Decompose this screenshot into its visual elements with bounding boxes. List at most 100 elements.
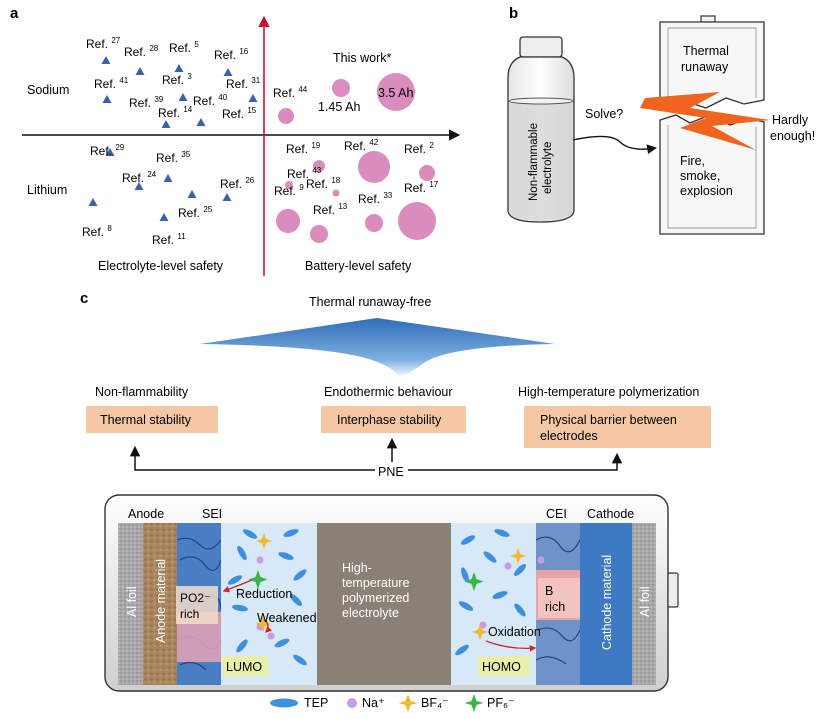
triangle-marker <box>178 93 188 101</box>
svg-text:Ref. 29: Ref. 29 <box>90 143 125 158</box>
bubble-marker <box>313 160 325 172</box>
bubble-marker <box>276 209 300 233</box>
bubble-this-work-small <box>332 79 350 97</box>
bubble-marker <box>365 214 383 232</box>
solve-arrow <box>572 135 657 155</box>
bf4-star-icon <box>510 548 526 564</box>
thermal-runaway-free-title: Thermal runaway-free <box>309 295 431 309</box>
polymerized-line-1: High- <box>342 561 372 575</box>
svg-text:Ref. 39: Ref. 39 <box>129 95 164 110</box>
po2-rich-box <box>176 586 218 624</box>
electrolyte-level-safety-label: Electrolyte-level safety <box>98 259 224 273</box>
tep-molecule <box>289 593 303 607</box>
anode-al-foil-label: Al foil <box>125 586 139 617</box>
ref-label: Ref. 19 <box>286 141 321 156</box>
ref-label: Ref. 41 <box>94 76 129 91</box>
sodium-electrolyte-refs: Ref. 27 Ref. 28 Ref. 5 Ref. 16 Ref. 41 R… <box>86 36 261 121</box>
ref-label: Ref. 43 <box>287 166 322 181</box>
box-physical-barrier-line-2: electrodes <box>540 429 598 443</box>
bf4-star-icon <box>256 533 272 549</box>
tep-molecule <box>237 545 247 561</box>
na-ion <box>256 556 264 564</box>
svg-text:Ref. 9: Ref. 9 <box>274 183 304 198</box>
ref-label: Ref. 13 <box>313 202 348 217</box>
triangle-marker <box>248 94 258 102</box>
svg-text:Ref. 44: Ref. 44 <box>273 85 308 100</box>
legend-bf4-icon <box>398 694 418 712</box>
polymerized-electrolyte <box>317 523 451 685</box>
legend-tep-icon <box>270 698 298 708</box>
ref-label: Ref. 27 <box>86 36 121 51</box>
triangle-marker <box>159 213 169 221</box>
pf6-star-icon <box>464 572 484 591</box>
oxidation-arrow <box>485 640 537 652</box>
lithium-electrolyte-markers <box>88 148 232 221</box>
sei-label: SEI <box>202 507 222 521</box>
bubble-marker <box>398 202 436 240</box>
triangle-marker <box>101 56 111 64</box>
tep-molecule <box>293 569 307 581</box>
jar-text-line-2: electrolyte <box>542 142 554 194</box>
lumo-box <box>222 656 268 676</box>
svg-text:Ref. 15: Ref. 15 <box>222 106 257 121</box>
po2-rich-line-2: rich <box>180 607 199 621</box>
capacity-large-label: 3.5 Ah <box>378 86 413 100</box>
polymerized-line-3: polymerized <box>342 591 409 605</box>
svg-text:Ref. 43: Ref. 43 <box>287 166 322 181</box>
ref-label: Ref. 28 <box>124 44 159 59</box>
pf6-anions <box>248 570 484 591</box>
svg-text:Ref. 31: Ref. 31 <box>226 76 261 91</box>
cathode-material-label: Cathode material <box>600 555 614 650</box>
svg-text:Ref. 16: Ref. 16 <box>214 47 249 62</box>
oxidation-label: Oxidation <box>488 625 541 639</box>
triangle-marker <box>161 120 171 128</box>
thermal-runaway-line-2: runaway <box>681 60 729 74</box>
tep-molecule <box>494 529 510 537</box>
tep-molecule <box>455 644 469 656</box>
ref-label: Ref. 17 <box>404 180 439 195</box>
bubble-marker <box>358 151 390 183</box>
b-rich-line-2: rich <box>545 600 565 614</box>
lightning-bolt-icon <box>640 92 770 150</box>
cei-pattern <box>535 536 581 665</box>
ref-label: Ref. 9 <box>274 183 304 198</box>
tep-molecule <box>514 603 526 617</box>
svg-text:Ref. 13: Ref. 13 <box>313 202 348 217</box>
ref-label: Ref. 15 <box>222 106 257 121</box>
box-physical-barrier-line-1: Physical barrier between <box>540 413 677 427</box>
bubble-marker <box>278 108 294 124</box>
anode-material <box>143 523 177 685</box>
ref-label: Ref. 24 <box>122 170 157 185</box>
triangle-marker <box>135 67 145 75</box>
legend: TEP Na⁺ BF₄⁻ PF₆⁻ <box>270 694 515 712</box>
svg-text:Ref. 14: Ref. 14 <box>158 105 193 120</box>
anode-label: Anode <box>128 507 164 521</box>
ref-label: Ref. 18 <box>306 176 341 191</box>
box-interphase-stability <box>321 406 466 433</box>
fire-line-1: Fire, <box>680 154 705 168</box>
pne-connectors <box>129 437 623 471</box>
ref-label: Ref. 3 <box>162 72 192 87</box>
triangle-marker <box>222 193 232 201</box>
box-interphase-stability-text: Interphase stability <box>337 413 442 427</box>
hardly-enough-line-2: enough! <box>770 129 815 143</box>
battery-terminal <box>667 572 679 608</box>
svg-text:Ref. 11: Ref. 11 <box>152 232 186 247</box>
na-ion <box>504 562 512 570</box>
polymerized-line-4: electrolyte <box>342 606 399 620</box>
cathode-al-foil-label: Al foil <box>638 586 652 617</box>
bubble-marker <box>285 181 293 189</box>
tep-molecule <box>242 529 258 539</box>
reduction-arrow <box>222 579 253 593</box>
bf4-star-icon <box>472 624 488 640</box>
sodium-electrolyte-markers <box>101 56 258 128</box>
ref-label: Ref. 33 <box>358 191 393 206</box>
thermal-runaway-line-1: Thermal <box>683 44 729 58</box>
b-rich-line-1: B <box>545 584 553 598</box>
legend-tep-label: TEP <box>304 696 328 710</box>
tep-molecule <box>513 563 527 577</box>
bf4-star-icon <box>255 616 271 632</box>
tep-molecules <box>227 529 527 666</box>
box-physical-barrier <box>524 406 711 448</box>
triangle-marker <box>196 118 206 126</box>
